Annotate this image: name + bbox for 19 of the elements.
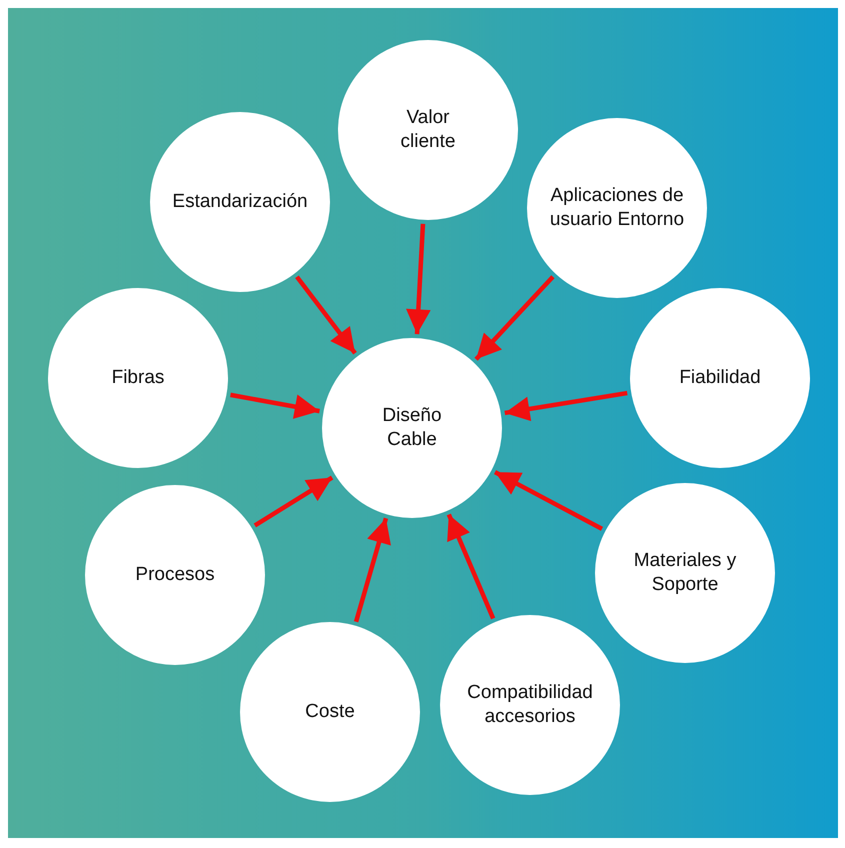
arrow bbox=[474, 275, 555, 361]
node-label: Compatibilidad accesorios bbox=[466, 681, 594, 729]
node-label: Materiales y Soporte bbox=[632, 549, 738, 597]
arrow bbox=[504, 390, 628, 422]
node-label: Fiabilidad bbox=[679, 366, 761, 390]
node-label: Aplicaciones de usuario Entorno bbox=[548, 184, 686, 232]
arrow bbox=[446, 514, 496, 620]
node-label: Estandarización bbox=[172, 190, 308, 214]
arrow bbox=[295, 275, 357, 355]
arrow bbox=[254, 476, 334, 528]
node-label: Procesos bbox=[135, 563, 215, 587]
node-label: Valor cliente bbox=[400, 106, 456, 154]
arrow bbox=[230, 392, 320, 419]
node-label: Coste bbox=[305, 700, 355, 724]
node-label: Diseño Cable bbox=[381, 404, 443, 452]
arrow bbox=[354, 518, 391, 622]
arrow bbox=[406, 224, 431, 334]
node-label: Fibras bbox=[112, 366, 164, 390]
arrow bbox=[494, 470, 604, 531]
